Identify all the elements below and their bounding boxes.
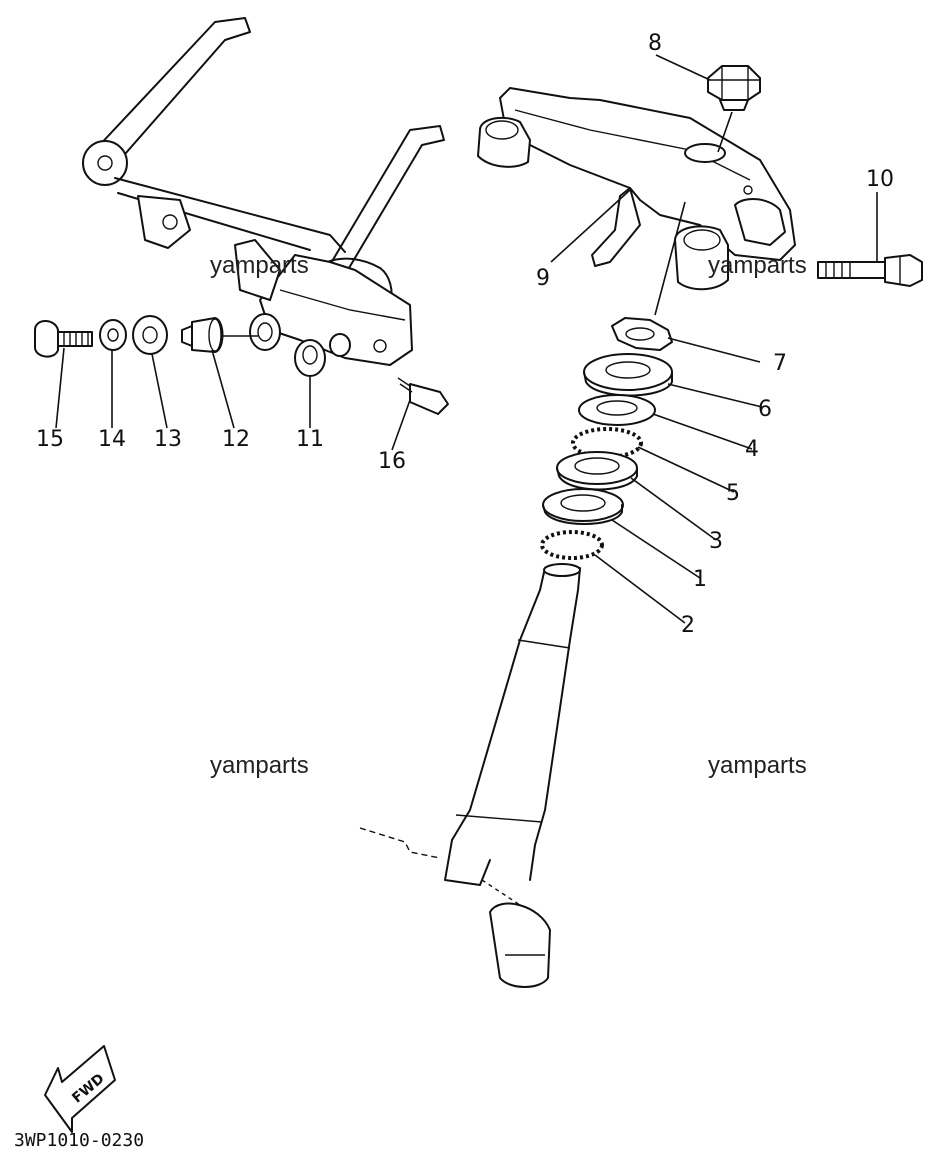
ball-chain-lower [540, 530, 604, 560]
callout-9: 9 [536, 266, 550, 291]
watermark-bottom-right: yamparts [708, 752, 807, 779]
callout-2: 2 [681, 613, 695, 638]
watermark-bottom-left: yamparts [210, 752, 309, 779]
leader-lines [55, 54, 878, 624]
watermarks: yamparts yamparts yamparts yamparts [210, 252, 807, 779]
callout-labels: 8 9 10 7 6 4 5 3 1 2 15 14 13 12 11 16 [36, 31, 894, 638]
fwd-arrow-icon: FWD [44, 1045, 116, 1133]
handle-bracket-assembly [82, 17, 445, 377]
callout-13: 13 [154, 427, 182, 452]
steering-crown [477, 87, 796, 291]
drawing-code: 3WP1010-0230 [14, 1130, 144, 1151]
ball-chain-upper [571, 427, 643, 459]
callout-14: 14 [98, 427, 126, 452]
small-parts-row [34, 315, 449, 415]
watermark-top-right: yamparts [708, 252, 807, 279]
callout-1: 1 [693, 567, 707, 592]
steering-stem [359, 563, 581, 988]
watermark-top-left: yamparts [210, 252, 309, 279]
pinch-bolt [817, 254, 923, 287]
callout-11: 11 [296, 427, 324, 452]
callout-8: 8 [648, 31, 662, 56]
callout-7: 7 [773, 351, 787, 376]
callout-12: 12 [222, 427, 250, 452]
callout-4: 4 [745, 437, 759, 462]
bearing-stack [540, 201, 686, 560]
callout-3: 3 [709, 529, 723, 554]
callout-16: 16 [378, 449, 406, 474]
callout-15: 15 [36, 427, 64, 452]
crown-nut [707, 65, 761, 153]
callout-10: 10 [866, 167, 894, 192]
callout-6: 6 [758, 397, 772, 422]
callout-5: 5 [726, 481, 740, 506]
